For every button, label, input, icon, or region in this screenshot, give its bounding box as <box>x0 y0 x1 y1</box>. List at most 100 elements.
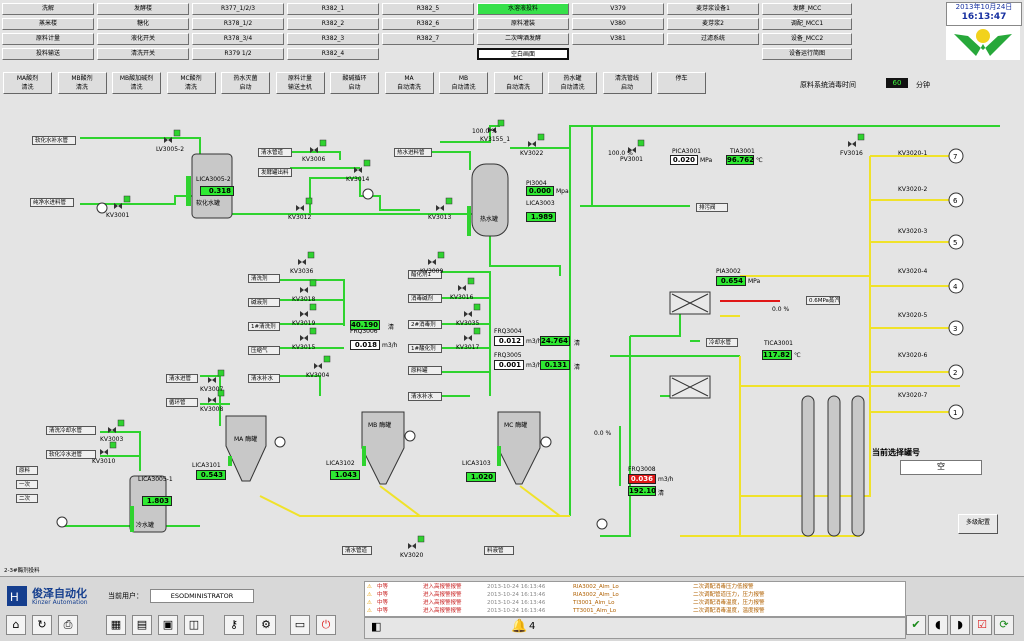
valve-tag[interactable]: KV3010 <box>92 458 116 465</box>
valve-icon[interactable] <box>314 363 322 369</box>
mute-icon[interactable]: ◖ <box>928 615 948 635</box>
valve-icon[interactable] <box>300 311 308 317</box>
process-button[interactable]: 停车 <box>657 72 706 94</box>
valve-icon[interactable] <box>354 167 362 173</box>
process-button[interactable]: 热水灭菌 启动 <box>221 72 270 94</box>
nav-button[interactable]: R382_3 <box>287 33 379 45</box>
raw-material-label[interactable]: 原料 <box>16 466 38 475</box>
valve-tag[interactable]: KV3006 <box>302 156 326 163</box>
valve-icon[interactable] <box>300 287 308 293</box>
valve-icon[interactable] <box>436 205 444 211</box>
valve-icon[interactable] <box>458 285 466 291</box>
process-button[interactable]: 清洗管线 启动 <box>602 72 652 94</box>
valve-icon[interactable] <box>208 377 216 383</box>
valve-tag[interactable]: KV3009 <box>420 268 444 275</box>
input-line-label[interactable]: 循环管 <box>166 398 198 407</box>
nav-button[interactable]: 原料灌装 <box>477 18 569 30</box>
input-line-label[interactable]: 软化冷水进管 <box>46 450 96 459</box>
input-line-label[interactable]: 热水进料管 <box>394 148 432 157</box>
dosing-line-label[interactable]: 消毒碱剂 <box>408 294 442 303</box>
tank-selection-value[interactable]: 空 <box>900 460 982 475</box>
valve-icon[interactable] <box>114 203 122 209</box>
output-line-label[interactable]: 料液管 <box>484 546 514 555</box>
input-line-label[interactable]: 纯净水进料管 <box>30 198 74 207</box>
input-line-label[interactable]: 清洗冷却水管 <box>46 426 96 435</box>
trend-icon[interactable]: ◫ <box>184 615 204 635</box>
nav-button[interactable]: 调配_MCC1 <box>762 18 852 30</box>
nav-button[interactable]: 设备_MCC2 <box>762 33 852 45</box>
dosing-line-label[interactable]: 1#清洗剂 <box>248 322 280 331</box>
dosing-line-label[interactable]: 原料罐 <box>408 366 442 375</box>
process-button[interactable]: MB酸加碱剂 清洗 <box>112 72 161 94</box>
nav-button[interactable]: R382_5 <box>382 3 474 15</box>
nav-button[interactable]: 麦芽浆设备1 <box>667 3 759 15</box>
reset-flag[interactable]: 清 <box>658 490 665 497</box>
raw-material-label[interactable]: 一次 <box>16 480 38 489</box>
input-line-label[interactable]: 发酵罐出料 <box>258 168 292 177</box>
process-button[interactable]: MC 自动清洗 <box>493 72 543 94</box>
nav-button[interactable]: 发酵楼 <box>97 3 189 15</box>
dosing-line-label[interactable]: 清洗剂 <box>248 274 280 283</box>
nav-button[interactable]: 液化开关 <box>97 33 189 45</box>
input-line-label[interactable]: 软化水补水管 <box>32 136 76 145</box>
nav-button[interactable]: R382_7 <box>382 33 474 45</box>
valve-tag[interactable]: KV3003 <box>100 436 124 443</box>
confirm-icon[interactable]: ☑ <box>972 615 992 635</box>
dosing-line-label[interactable]: 清水补水 <box>248 374 280 383</box>
nav-button[interactable]: 麦芽浆2 <box>667 18 759 30</box>
process-button[interactable]: 原料计量 输送主机 <box>275 72 325 94</box>
valve-icon[interactable] <box>164 137 172 143</box>
process-button[interactable]: MC酸剂 清洗 <box>166 72 216 94</box>
process-button[interactable]: MB酸剂 清洗 <box>57 72 107 94</box>
calculator-icon[interactable]: ▦ <box>106 615 126 635</box>
steam-line-label[interactable]: 0.6MPa蒸汽 <box>806 296 840 305</box>
nav-button[interactable]: V381 <box>572 33 664 45</box>
raw-material-label[interactable]: 二次 <box>16 494 38 503</box>
print-icon[interactable]: ⎙ <box>58 615 78 635</box>
nav-button[interactable]: 过滤系统 <box>667 33 759 45</box>
valve-icon[interactable] <box>100 449 108 455</box>
ack-icon[interactable]: ◧ <box>371 620 382 633</box>
valve-tag[interactable]: KV3007 <box>200 386 224 393</box>
nav-button[interactable]: 糖化 <box>97 18 189 30</box>
valve-icon[interactable] <box>298 259 306 265</box>
power-icon[interactable]: ⏻ <box>316 615 336 635</box>
nav-button[interactable]: R382_4 <box>287 48 379 60</box>
user-value[interactable]: ESODMINISTRATOR <box>150 589 254 603</box>
home-icon[interactable]: ⌂ <box>6 615 26 635</box>
nav-button[interactable]: R378_1/2 <box>192 18 284 30</box>
valve-tag[interactable]: KV3001 <box>106 212 130 219</box>
nav-button[interactable]: 空白画面 <box>477 48 569 60</box>
cycle-icon[interactable]: ⟳ <box>994 615 1014 635</box>
valve-icon[interactable] <box>528 141 536 147</box>
nav-button[interactable]: R378_3/4 <box>192 33 284 45</box>
nav-button[interactable]: 蒸米楼 <box>2 18 94 30</box>
valve-tag[interactable]: KV3004 <box>306 372 330 379</box>
dosing-line-label[interactable]: 1#酸化剂 <box>408 344 442 353</box>
document-icon[interactable]: ▤ <box>132 615 152 635</box>
nav-button[interactable]: V379 <box>572 3 664 15</box>
reset-flag[interactable]: 清 <box>574 340 581 347</box>
output-line-label[interactable]: 排污阀 <box>696 203 728 212</box>
nav-button[interactable]: R377_1/2/3 <box>192 3 284 15</box>
valve-icon[interactable] <box>428 259 436 265</box>
valve-tag[interactable]: KV3015 <box>292 344 316 351</box>
input-line-label[interactable]: 清水管道 <box>258 148 292 157</box>
multi-config-button[interactable]: 多级配置 <box>958 514 998 534</box>
nav-button[interactable]: R382_1 <box>287 3 379 15</box>
valve-tag[interactable]: KV3016 <box>450 294 474 301</box>
valve-icon[interactable] <box>300 335 308 341</box>
process-button[interactable]: 酸碱循环 启动 <box>330 72 379 94</box>
valve-icon[interactable] <box>408 543 416 549</box>
valve-tag[interactable]: KV3036 <box>290 268 314 275</box>
valve-tag[interactable]: FV3016 <box>840 150 863 157</box>
valve-icon[interactable] <box>848 141 856 147</box>
sync-value[interactable]: 60 <box>886 78 908 88</box>
process-button[interactable]: MA酸剂 清洗 <box>3 72 52 94</box>
nav-button[interactable]: 发酵_MCC <box>762 3 852 15</box>
reset-flag[interactable]: 清 <box>388 324 395 331</box>
input-line-label[interactable]: 清水进管 <box>166 374 198 383</box>
nav-button[interactable]: 原料计量 <box>2 33 94 45</box>
